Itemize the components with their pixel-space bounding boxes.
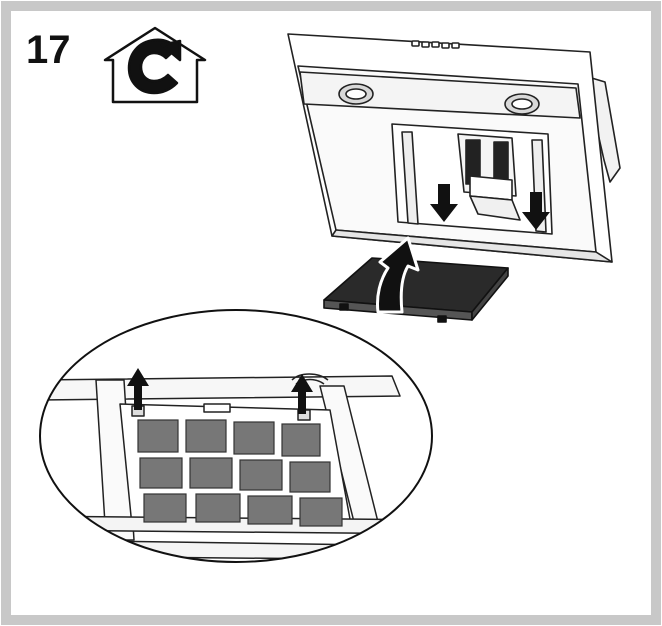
control-buttons xyxy=(411,40,460,49)
cooker-hood xyxy=(287,33,621,263)
house-recirculation-icon xyxy=(103,26,207,104)
arrow-icon xyxy=(376,236,420,314)
arrow-icon xyxy=(522,192,550,230)
detail-callout-outline xyxy=(39,309,433,563)
filter-mesh xyxy=(137,419,343,527)
arrow-icon xyxy=(430,184,458,222)
arrow-icon xyxy=(127,368,149,410)
arrow-icon xyxy=(291,374,313,414)
step-number: 17 xyxy=(26,28,71,72)
detail-view xyxy=(40,373,432,561)
